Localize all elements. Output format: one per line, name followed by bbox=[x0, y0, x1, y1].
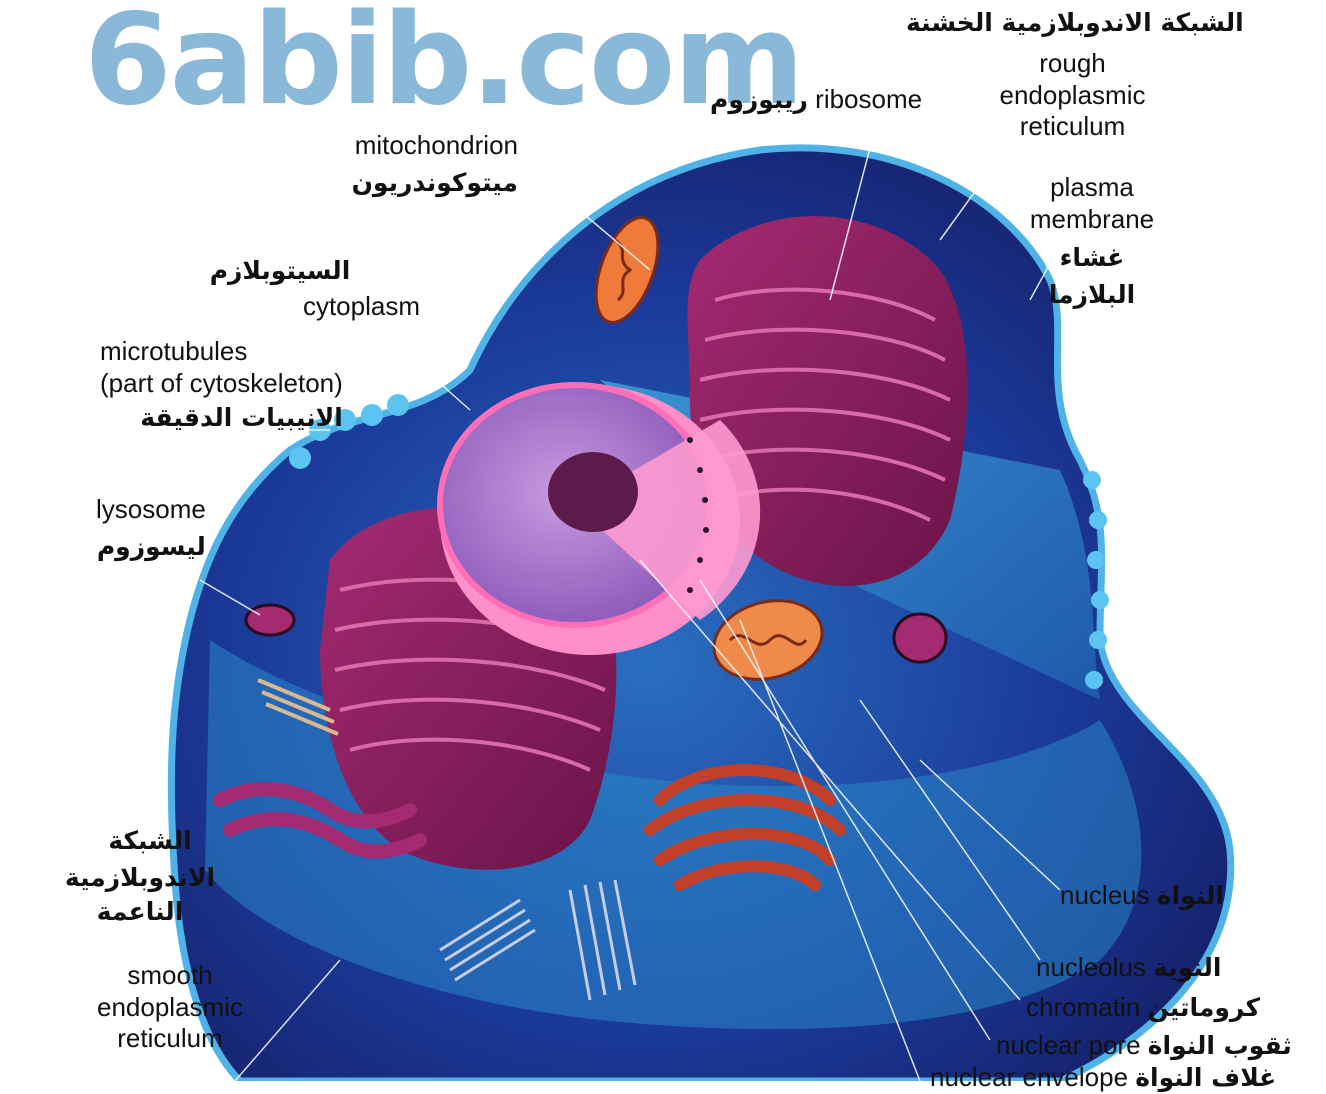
plasma-membrane-ar-2: البلازما bbox=[1012, 280, 1172, 311]
plasma-membrane-label: plasma membrane غشاء البلازما bbox=[1012, 172, 1172, 310]
nucleolus-label-en: nucleolus bbox=[1036, 952, 1146, 982]
plasma-membrane-line-1: plasma bbox=[1012, 172, 1172, 204]
chromatin-label: chromatin كروماتين bbox=[1026, 992, 1260, 1024]
rough-er-line-2: endoplasmic bbox=[985, 80, 1160, 112]
smooth-er-line-3: reticulum bbox=[70, 1023, 270, 1055]
plasma-membrane-line-2: membrane bbox=[1012, 204, 1172, 236]
nuclear-envelope-label: nuclear envelope غلاف النواة bbox=[930, 1062, 1276, 1094]
smooth-er-ar-3: الناعمة bbox=[40, 897, 240, 928]
microtubules-line-2: (part of cytoskeleton) bbox=[100, 368, 343, 400]
nuclear-envelope-label-ar: غلاف النواة bbox=[1135, 1063, 1276, 1092]
mitochondrion-label-en: mitochondrion bbox=[300, 130, 518, 162]
lysosome-left bbox=[246, 605, 294, 635]
smooth-er-ar-2: الاندوبلازمية bbox=[40, 863, 240, 894]
microtubules-label: microtubules (part of cytoskeleton) الان… bbox=[100, 336, 343, 434]
ribosome-label-en: ribosome bbox=[815, 84, 922, 114]
smooth-er-label: الشبكة الاندوبلازمية الناعمة bbox=[40, 826, 240, 928]
rough-er-label-en: rough endoplasmic reticulum bbox=[985, 48, 1160, 143]
ribosome-label-ar: ريبوزوم bbox=[710, 85, 808, 114]
smooth-er-line-2: endoplasmic bbox=[70, 992, 270, 1024]
nuclear-pore-label: nuclear pore ثقوب النواة bbox=[996, 1030, 1292, 1062]
nucleolus bbox=[548, 452, 638, 532]
chromatin-label-en: chromatin bbox=[1026, 992, 1140, 1022]
rough-er-line-3: reticulum bbox=[985, 111, 1160, 143]
smooth-er-line-1: smooth bbox=[70, 960, 270, 992]
mitochondrion-label: mitochondrion ميتوكوندريون bbox=[300, 130, 518, 198]
cytoplasm-label-en: cytoplasm bbox=[200, 291, 420, 323]
smooth-er-label-en: smooth endoplasmic reticulum bbox=[70, 960, 270, 1055]
cytoplasm-label-ar: السيتوبلازم bbox=[200, 256, 360, 287]
chromatin-label-ar: كروماتين bbox=[1147, 993, 1260, 1022]
lysosome-right bbox=[894, 614, 946, 662]
nuclear-pore-label-ar: ثقوب النواة bbox=[1148, 1031, 1292, 1060]
nuclear-pore-label-en: nuclear pore bbox=[996, 1030, 1141, 1060]
nucleolus-label-ar: النوية bbox=[1153, 953, 1221, 982]
nuclear-envelope-label-en: nuclear envelope bbox=[930, 1062, 1128, 1092]
nucleolus-label: nucleolus النوية bbox=[1036, 952, 1221, 984]
nucleus-label-ar: النواة bbox=[1157, 881, 1224, 910]
lysosome-label-ar: ليسوزوم bbox=[96, 532, 206, 563]
plasma-membrane-ar-1: غشاء bbox=[1012, 243, 1172, 274]
microtubules-line-1: microtubules bbox=[100, 336, 343, 368]
lysosome-label: lysosome ليسوزوم bbox=[96, 494, 206, 562]
microtubules-label-ar: الانيبيات الدقيقة bbox=[100, 403, 343, 434]
rough-er-label-ar: الشبكة الاندوبلازمية الخشنة bbox=[906, 8, 1244, 39]
mitochondrion-label-ar: ميتوكوندريون bbox=[300, 168, 518, 199]
watermark: 6abib.com bbox=[84, 0, 803, 133]
lysosome-label-en: lysosome bbox=[96, 494, 206, 526]
nucleus-label-en: nucleus bbox=[1060, 880, 1150, 910]
cytoplasm-label: السيتوبلازم cytoplasm bbox=[200, 256, 420, 322]
nucleus-label: nucleus النواة bbox=[1060, 880, 1224, 912]
rough-er-line-1: rough bbox=[985, 48, 1160, 80]
ribosome-label: ريبوزوم ribosome bbox=[710, 84, 922, 116]
smooth-er-ar-1: الشبكة bbox=[60, 826, 240, 857]
